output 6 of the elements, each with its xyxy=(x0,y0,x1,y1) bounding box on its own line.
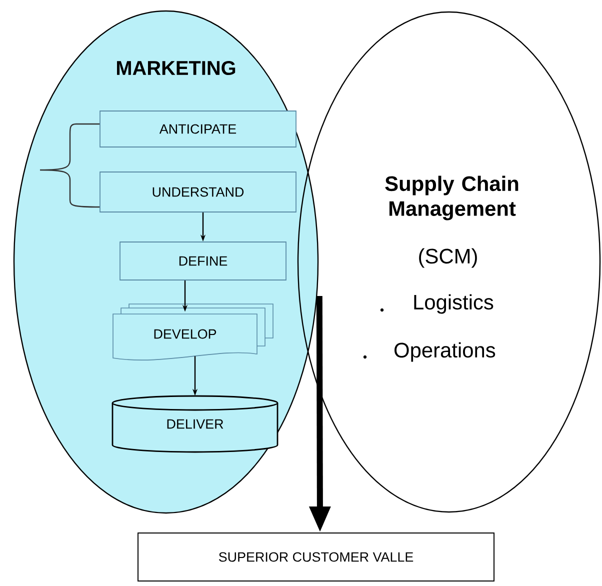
process-box: ANTICIPATE xyxy=(100,110,296,148)
process-box: DEFINE xyxy=(120,242,286,280)
document-stack: DEVELOP xyxy=(112,304,274,360)
result-box: SUPERIOR CUSTOMER VALLE xyxy=(138,532,494,582)
process-box: UNDERSTAND xyxy=(100,172,296,212)
cylinder: DELIVER xyxy=(112,395,278,453)
